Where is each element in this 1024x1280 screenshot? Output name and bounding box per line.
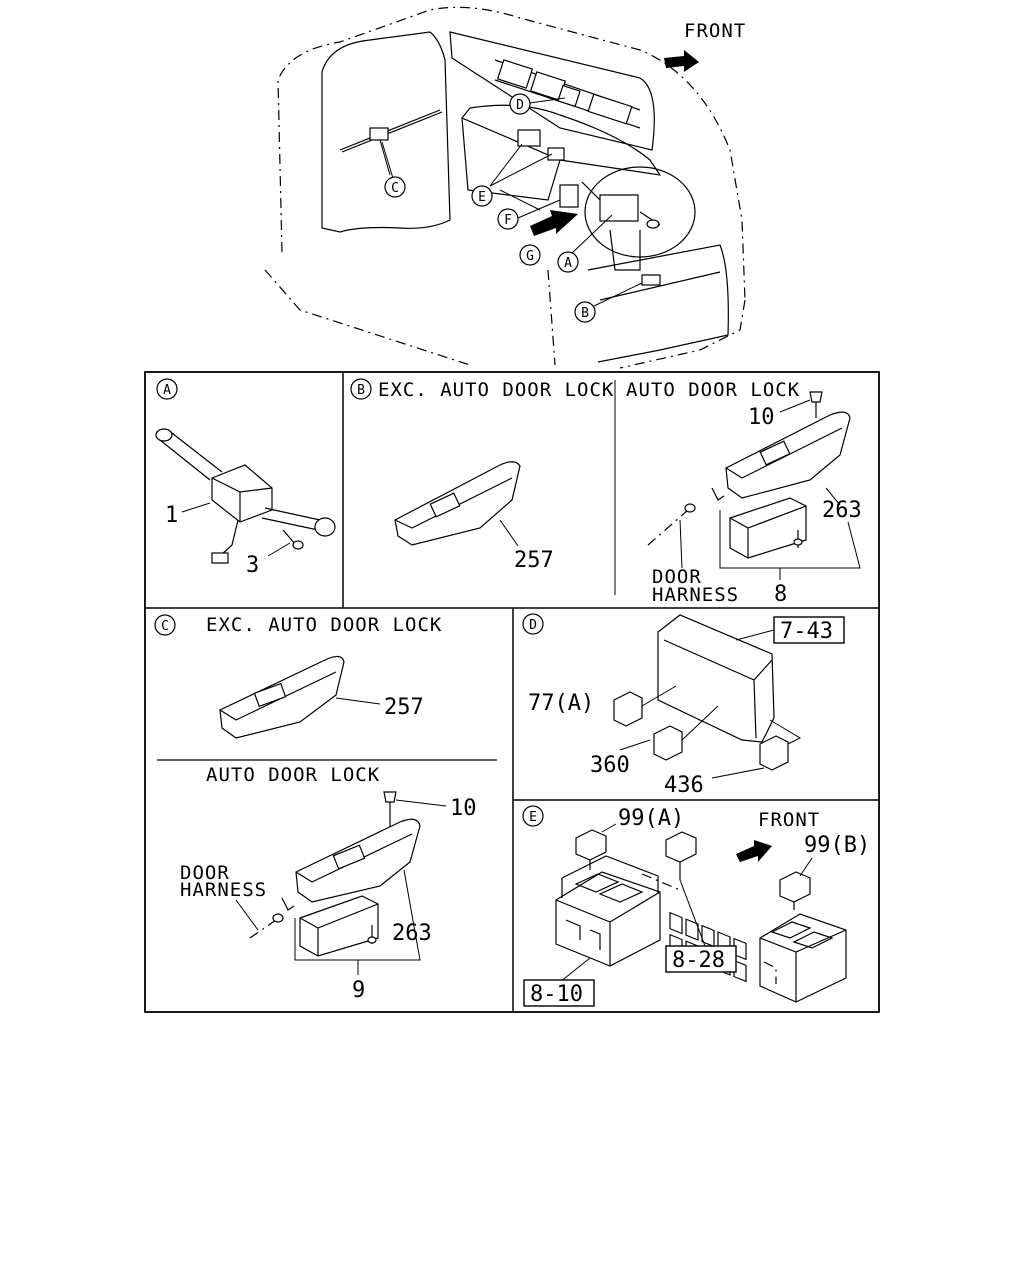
panel-b-title-auto: AUTO DOOR LOCK	[626, 379, 800, 401]
svg-text:E: E	[478, 190, 486, 205]
panel-c-title-exc: EXC. AUTO DOOR LOCK	[206, 614, 442, 636]
part-number-1: 1	[165, 503, 178, 528]
ref-box-8-28: 8-28	[672, 948, 725, 973]
svg-text:D: D	[516, 98, 524, 113]
door-harness-line2-b: HARNESS	[652, 584, 739, 606]
ref-box-7-43: 7-43	[780, 619, 833, 644]
panel-c-title-auto: AUTO DOOR LOCK	[206, 764, 380, 786]
part-number-10-b: 10	[748, 405, 775, 430]
front-arrow	[664, 50, 699, 72]
door-harness-line2-c: HARNESS	[180, 879, 267, 901]
part-number-8: 8	[774, 582, 787, 607]
part-number-257-c: 257	[384, 695, 424, 720]
svg-text:C: C	[391, 181, 399, 196]
part-number-257: 257	[514, 548, 554, 573]
panel-b-title-exc: EXC. AUTO DOOR LOCK	[378, 379, 614, 401]
door-harness-line1-b: DOOR	[652, 566, 702, 588]
panel-c-letter: C	[161, 619, 169, 634]
panel-b: B EXC. AUTO DOOR LOCK AUTO DOOR LOCK 257…	[350, 378, 862, 607]
svg-text:G: G	[526, 249, 534, 264]
panel-e-letter: E	[529, 810, 537, 825]
part-number-360: 360	[590, 753, 630, 778]
callout-d: D	[509, 93, 531, 115]
part-number-99b: 99(B)	[804, 833, 870, 858]
svg-text:B: B	[581, 306, 589, 321]
callout-a: A	[557, 251, 579, 273]
panel-d-letter: D	[529, 618, 537, 633]
callout-g: G	[519, 244, 541, 266]
direction-arrow	[530, 210, 578, 236]
callout-e: E	[471, 185, 493, 207]
door-harness-line1-c: DOOR	[180, 862, 230, 884]
svg-text:A: A	[564, 256, 572, 271]
panel-b-letter: B	[357, 383, 365, 398]
panel-e-front-label: FRONT	[758, 809, 820, 831]
panel-a: A 1 3	[155, 378, 336, 578]
callout-c: C	[384, 176, 406, 198]
detail-panels-frame	[144, 371, 880, 1013]
panel-e-front-arrow	[736, 840, 772, 862]
panel-a-letter: A	[163, 383, 171, 398]
part-number-3: 3	[246, 553, 259, 578]
panel-e: E FRONT 99(A) 99(B) 8-28 8-10	[522, 805, 870, 1007]
part-number-9: 9	[352, 978, 365, 1003]
callout-b: B	[574, 301, 596, 323]
vehicle-interior-overview: FRONT	[264, 6, 746, 369]
svg-text:F: F	[504, 213, 512, 228]
callout-f: F	[497, 208, 519, 230]
ref-box-8-10: 8-10	[530, 982, 583, 1007]
part-number-99a: 99(A)	[618, 806, 684, 831]
part-number-263-c: 263	[392, 921, 432, 946]
part-number-263-b: 263	[822, 498, 862, 523]
front-label: FRONT	[684, 20, 746, 42]
panel-c: C EXC. AUTO DOOR LOCK 257 AUTO DOOR LOCK…	[154, 614, 477, 1003]
part-number-436: 436	[664, 773, 704, 798]
part-number-10-c: 10	[450, 796, 477, 821]
part-number-77a: 77(A)	[528, 691, 594, 716]
